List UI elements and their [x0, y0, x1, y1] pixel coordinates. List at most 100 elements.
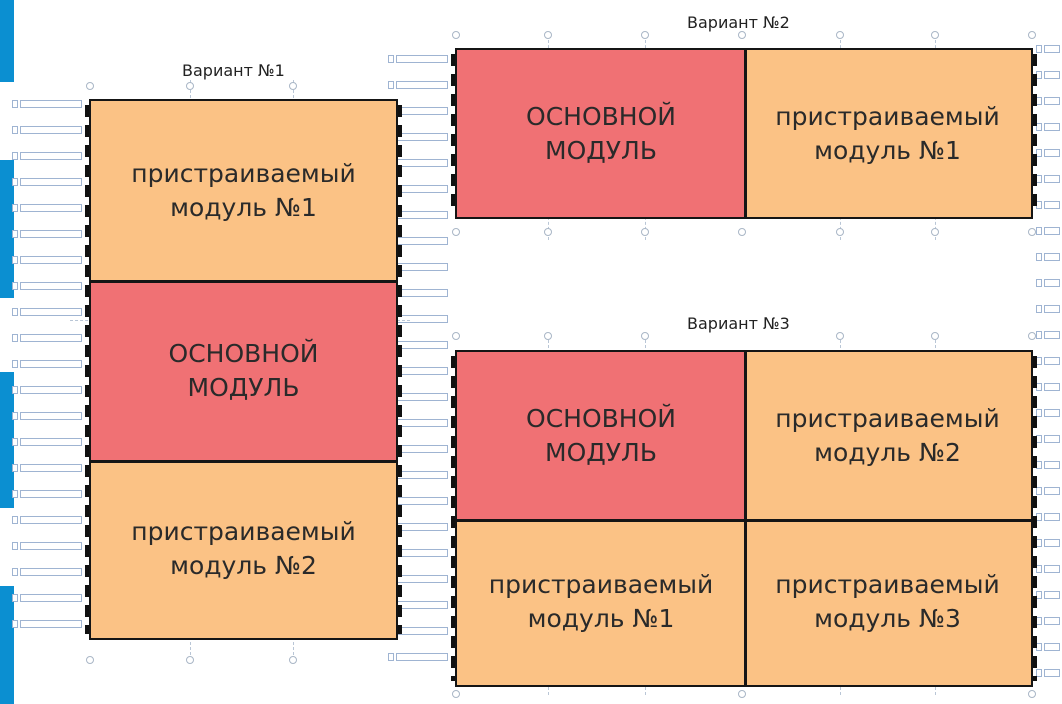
annotation-tag	[396, 315, 448, 323]
annotation-tag	[20, 308, 82, 316]
annotation-tag	[1044, 591, 1060, 599]
annotation-tag	[1044, 513, 1060, 521]
annotation-tag-marker	[12, 256, 18, 264]
annotation-tag	[1044, 123, 1060, 131]
annotation-tag-marker	[1036, 253, 1042, 261]
annotation-tag	[20, 230, 82, 238]
axis-marker	[544, 31, 552, 39]
extension-module: пристраиваемый модуль №2	[745, 352, 1030, 520]
annotation-tag	[1044, 253, 1060, 261]
variant-3-plan: ОСНОВНОЙ МОДУЛЬ пристраиваемый модуль №2…	[451, 350, 1037, 687]
annotation-tag	[20, 126, 82, 134]
annotation-tag-marker	[1036, 331, 1042, 339]
annotation-tag	[396, 523, 448, 531]
module-label-line1: пристраиваемый	[488, 570, 714, 599]
annotation-tag	[1044, 227, 1060, 235]
annotation-tag-marker	[12, 386, 18, 394]
axis-marker	[452, 31, 460, 39]
axis-marker	[1028, 31, 1036, 39]
annotation-tag-marker	[12, 100, 18, 108]
annotation-tag-marker	[12, 308, 18, 316]
main-module: ОСНОВНОЙ МОДУЛЬ	[457, 50, 745, 217]
module-label-line2: модуль №3	[814, 604, 961, 633]
annotation-tag	[20, 464, 82, 472]
variant-1-plan: пристраиваемый модуль №1 ОСНОВНОЙ МОДУЛЬ…	[85, 99, 402, 640]
annotation-tag-marker	[12, 282, 18, 290]
annotation-tags-right	[1036, 45, 1062, 685]
axis-marker	[86, 656, 94, 664]
axis-marker	[738, 228, 746, 236]
annotation-tags-middle	[388, 55, 450, 685]
annotation-tag	[1044, 539, 1060, 547]
annotation-tag	[396, 237, 448, 245]
extension-module: пристраиваемый модуль №3	[745, 520, 1030, 684]
annotation-tag	[1044, 45, 1060, 53]
accent-bar	[0, 0, 14, 82]
annotation-tag	[396, 81, 448, 89]
annotation-tag	[396, 341, 448, 349]
module-label-line2: модуль №1	[527, 604, 675, 633]
annotation-tag	[396, 549, 448, 557]
annotation-tag-marker	[12, 490, 18, 498]
annotation-tag	[1044, 357, 1060, 365]
annotation-tag	[20, 282, 82, 290]
module-label-line1: пристраиваемый	[775, 570, 1000, 599]
module-label-line2: модуль №1	[814, 135, 961, 165]
annotation-tag-marker	[388, 55, 394, 63]
annotation-tag	[396, 653, 448, 661]
variant-2-plan: ОСНОВНОЙ МОДУЛЬ пристраиваемый модуль №1	[451, 48, 1037, 219]
annotation-tag	[1044, 305, 1060, 313]
module-label-line1: ОСНОВНОЙ	[526, 404, 676, 433]
variant-title: Вариант №1	[182, 61, 285, 80]
main-module: ОСНОВНОЙ МОДУЛЬ	[457, 352, 745, 520]
module-label-line1: пристраиваемый	[131, 517, 356, 546]
annotation-tag	[20, 542, 82, 550]
annotation-tag-marker	[388, 81, 394, 89]
axis-marker	[289, 656, 297, 664]
annotation-tag	[1044, 201, 1060, 209]
annotation-tag-marker	[388, 653, 394, 661]
axis-marker	[289, 82, 297, 90]
axis-marker	[931, 332, 939, 340]
annotation-tag	[396, 289, 448, 297]
annotation-tag	[396, 601, 448, 609]
axis-marker	[836, 332, 844, 340]
annotation-tag	[20, 620, 82, 628]
axis-marker	[641, 332, 649, 340]
annotation-tag-marker	[12, 230, 18, 238]
annotation-tag	[396, 575, 448, 583]
axis-marker	[738, 31, 746, 39]
annotation-tag	[396, 419, 448, 427]
module-label-line2: МОДУЛЬ	[187, 373, 300, 402]
annotation-tag	[1044, 643, 1060, 651]
variant-title: Вариант №2	[687, 13, 790, 32]
annotation-tag-marker	[12, 594, 18, 602]
annotation-tag-marker	[12, 152, 18, 160]
annotation-tag	[1044, 71, 1060, 79]
axis-marker	[1028, 332, 1036, 340]
accent-bar	[0, 160, 14, 298]
annotation-tag	[20, 152, 82, 160]
annotation-tag	[20, 334, 82, 342]
accent-bar	[0, 586, 14, 704]
module-label-line1: пристраиваемый	[775, 404, 1000, 433]
annotation-tag-marker	[12, 204, 18, 212]
annotation-tag	[20, 204, 82, 212]
annotation-tag	[1044, 279, 1060, 287]
main-module: ОСНОВНОЙ МОДУЛЬ	[91, 281, 396, 461]
annotation-tag-marker	[12, 464, 18, 472]
axis-marker	[1028, 690, 1036, 698]
annotation-tag	[1044, 383, 1060, 391]
axis-marker	[1028, 228, 1036, 236]
annotation-tag	[396, 445, 448, 453]
axis-marker	[452, 332, 460, 340]
annotation-tag	[396, 211, 448, 219]
annotation-tag	[396, 393, 448, 401]
annotation-tag	[20, 386, 82, 394]
axis-marker	[86, 82, 94, 90]
module-label-line2: модуль №2	[170, 551, 317, 580]
annotation-tag	[20, 568, 82, 576]
annotation-tag	[20, 178, 82, 186]
annotation-tag	[1044, 435, 1060, 443]
extension-module: пристраиваемый модуль №1	[457, 520, 745, 684]
